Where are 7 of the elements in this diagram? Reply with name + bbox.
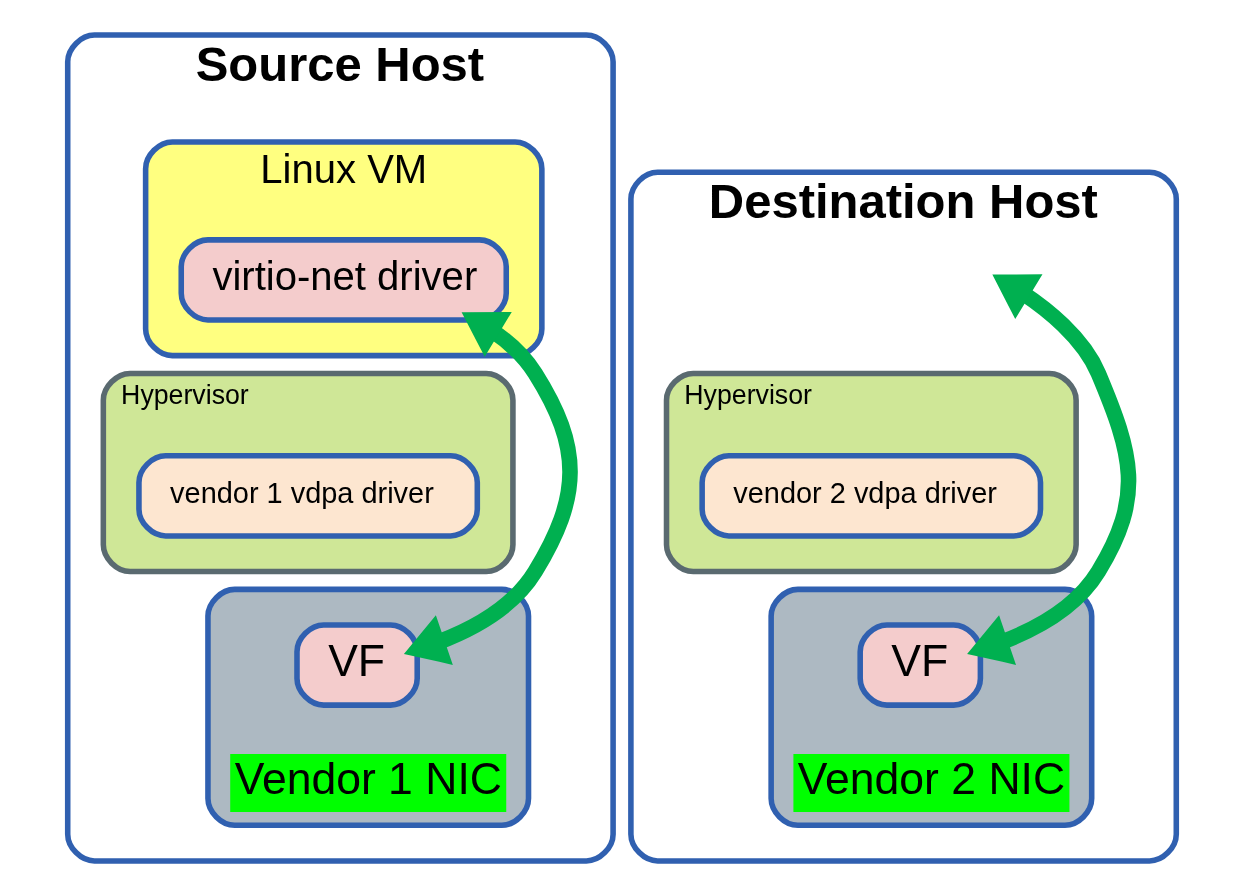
arrow — [966, 274, 1136, 665]
arrow — [403, 311, 578, 665]
node-box: virtio-net driver — [177, 237, 509, 323]
node-box: vendor 1 vdpa driver — [135, 453, 480, 539]
node-box: VF — [856, 622, 983, 708]
node-box: vendor 2 vdpa driver — [698, 453, 1043, 539]
node-box: VF — [293, 622, 420, 708]
